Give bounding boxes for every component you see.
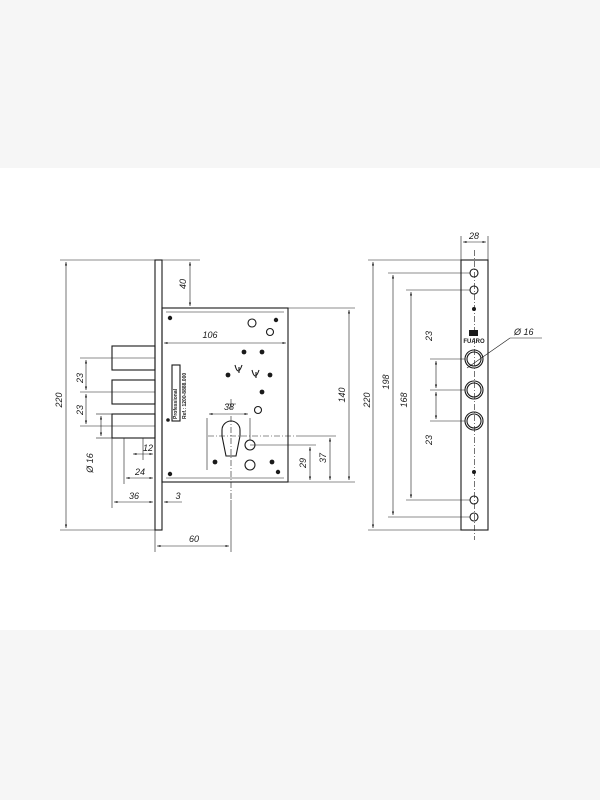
case-label-2: Ref.: 1200-8888.000 [182, 373, 188, 419]
dim-38: 38 [224, 402, 234, 412]
dim-40: 40 [178, 279, 188, 289]
top-margin [0, 0, 600, 168]
drawing-sheet [0, 168, 600, 630]
dim-28: 28 [468, 231, 479, 241]
dim-23-d: 23 [424, 435, 434, 446]
center-mark [226, 399, 236, 409]
faceplate-bolt-holes [464, 349, 484, 431]
faceplate-front-view: FUARO 28 220 [362, 231, 542, 540]
faceplate [154, 259, 163, 531]
dim-24: 24 [134, 467, 145, 477]
dim-3: 3 [175, 491, 180, 501]
dim-29: 29 [298, 458, 308, 469]
dim-220-left: 220 [54, 392, 64, 408]
dim-140: 140 [337, 387, 347, 402]
cylinder-cutout [221, 420, 241, 457]
dim-36: 36 [129, 491, 139, 501]
brand-logo [469, 330, 478, 336]
spindle-mark-2 [251, 369, 260, 378]
brand-text: FUARO [463, 339, 485, 345]
dim-106: 106 [202, 330, 217, 340]
case-holes [244, 318, 275, 471]
deadbolts [111, 345, 156, 439]
dim-220-right: 220 [362, 392, 372, 408]
dim-16-left: Ø 16 [85, 453, 95, 474]
dim-12: 12 [143, 443, 153, 453]
dim-60: 60 [189, 534, 199, 544]
dim-16-right: Ø 16 [513, 327, 534, 337]
case-label-1: Professional [173, 388, 179, 419]
dim-23-a: 23 [75, 373, 85, 384]
dim-198: 198 [381, 374, 391, 389]
bottom-margin [0, 630, 600, 800]
spindle-mark-1 [234, 364, 243, 373]
dim-23-b: 23 [75, 405, 85, 416]
dim-23-c: 23 [424, 331, 434, 342]
case-label-plate [171, 364, 181, 422]
dim-37: 37 [318, 452, 328, 463]
case-rivets [166, 315, 281, 477]
lock-case [161, 307, 289, 483]
lock-side-view: Professional Ref.: 1200-8888.000 [54, 259, 355, 552]
dim-168: 168 [399, 392, 409, 407]
